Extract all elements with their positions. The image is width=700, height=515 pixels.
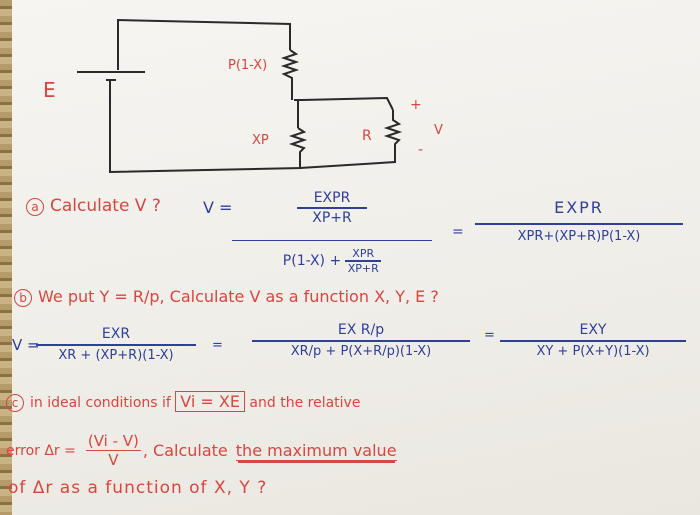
part-b-marker: b: [14, 289, 32, 307]
load-resistor-label: R: [362, 128, 372, 144]
part-b-fraction-2: EX R/p XR/p + P(X+R/p)(1-X): [252, 322, 470, 359]
part-b-fraction-1: EXR XR + (XP+R)(1-X): [36, 326, 196, 363]
relative-error-fraction: (Vi - V) V: [85, 432, 141, 469]
part-b-equals-1: =: [212, 338, 223, 353]
resistor-bottom: [288, 127, 308, 168]
inner-fraction: EXPR XP+R: [297, 190, 367, 226]
ideal-voltage-box: Vi = XE: [175, 391, 245, 412]
part-a-equals: =: [452, 224, 464, 240]
bottom-resistor-label: XP: [252, 133, 269, 148]
plus-sign: +: [410, 97, 422, 113]
wood-table-edge: [0, 0, 12, 515]
part-c-line-3: of Δr as a function of X, Y ?: [8, 478, 268, 498]
circuit-diagram: [77, 18, 403, 174]
part-a-result-fraction: EXPR XPR+(XP+R)P(1-X): [475, 198, 683, 244]
part-a-lhs: V =: [203, 198, 233, 217]
minus-sign: -: [418, 142, 424, 158]
maximum-value-underlined: the maximum value: [235, 440, 397, 461]
part-b-equals-2: =: [484, 328, 495, 343]
part-a-marker: a: [26, 198, 44, 216]
part-c-marker: c: [6, 394, 24, 412]
part-b-lhs: V =: [12, 336, 40, 354]
part-c-line-2: error Δr = (Vi - V) V , Calculate the ma…: [6, 432, 397, 469]
resistor-top: [280, 49, 300, 100]
voltage-label: V: [434, 123, 443, 138]
paper-sheet: [12, 0, 700, 515]
part-b-fraction-3: EXY XY + P(X+Y)(1-X): [500, 322, 686, 359]
top-resistor-label: P(1-X): [228, 58, 268, 73]
part-a-compound-fraction: EXPR XP+R P(1-X) + XPR XP+R: [232, 190, 432, 275]
source-label: E: [43, 78, 56, 102]
